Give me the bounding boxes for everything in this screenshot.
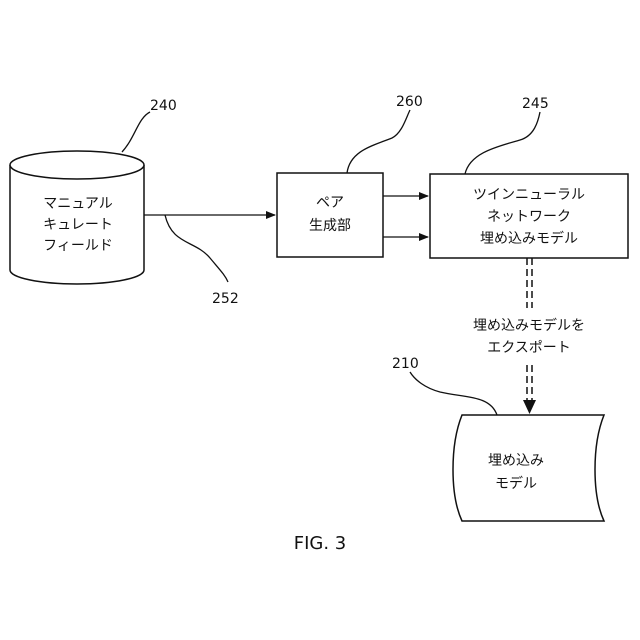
twin-nn-line-2: ネットワーク (487, 209, 571, 225)
ref-label-210: 210 (392, 356, 419, 372)
embedding-model-line-1: 埋め込み (488, 453, 544, 469)
embedding-model-line-2: モデル (495, 475, 537, 492)
pair-generator-box: ペア 生成部 (277, 173, 383, 257)
pair-generator-line-2: 生成部 (309, 218, 351, 234)
leader-line-240 (122, 112, 150, 152)
twin-neural-network-box: ツインニューラル ネットワーク 埋め込みモデル (430, 174, 628, 258)
leader-line-245 (465, 112, 540, 174)
embedding-model-storage: 埋め込み モデル (453, 415, 604, 521)
export-arrow (523, 258, 536, 414)
leader-line-260 (347, 110, 410, 173)
twin-nn-line-1: ツインニューラル (473, 187, 585, 203)
ref-label-245: 245 (522, 96, 549, 112)
manual-field-line-1: マニュアル (43, 196, 113, 212)
ref-label-260: 260 (396, 94, 423, 110)
manual-curated-field-database: マニュアル キュレート フィールド (10, 151, 144, 284)
export-label-line-1: 埋め込みモデルを (473, 317, 585, 334)
twin-nn-line-3: 埋め込みモデル (480, 230, 578, 247)
leader-line-252 (165, 215, 228, 282)
leader-line-210 (410, 372, 497, 415)
manual-field-line-2: キュレート (43, 217, 113, 233)
figure-label: FIG. 3 (294, 533, 347, 554)
manual-field-line-3: フィールド (43, 238, 113, 254)
ref-label-240: 240 (150, 98, 177, 114)
ref-label-252: 252 (212, 291, 239, 307)
pair-generator-line-1: ペア (316, 195, 344, 211)
export-label-line-2: エクスポート (487, 340, 571, 356)
